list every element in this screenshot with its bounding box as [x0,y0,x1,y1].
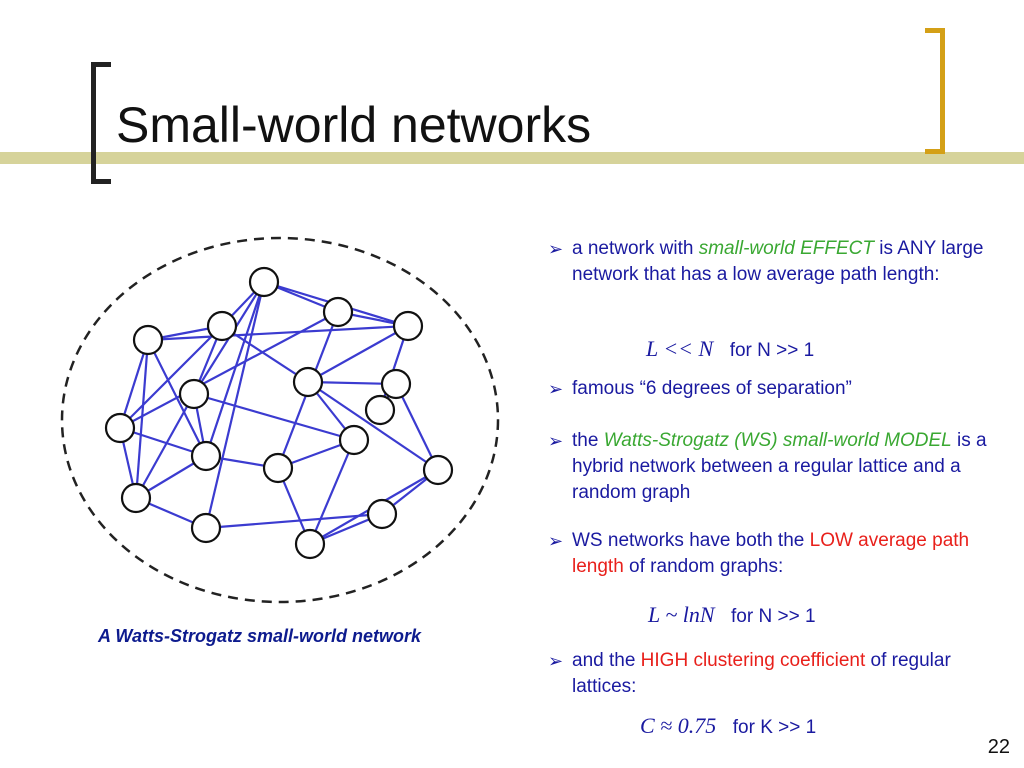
network-edge [308,439,356,545]
network-edge [134,339,150,499]
network-edge [147,324,409,342]
bullet-text: famous “6 degrees of separation” [572,378,852,399]
bullet-text: small-world EFFECT [698,238,874,259]
network-edge [119,311,339,429]
network-nodes [104,266,454,560]
formula-1-lhs: L << N [646,336,714,361]
page-number: 22 [987,736,1010,758]
bullet-item: ➢ and the HIGH clustering coefficient of … [548,648,992,700]
bullet-text: HIGH clustering coefficient [640,650,866,671]
network-node [422,454,454,486]
network-edge [204,281,266,529]
bullet-arrow-icon: ➢ [548,431,564,451]
network-node [104,412,136,444]
network-edge [118,339,150,429]
bullet-text: is ANY large network that has a low aver… [572,238,984,285]
bullet-arrow-icon: ➢ [548,379,564,399]
bullet-item: ➢ WS networks have both the LOW average p… [548,528,992,580]
formula-3-lhs: C ≈ 0.75 [640,713,717,738]
bullet-arrow-icon: ➢ [548,531,564,551]
diagram-caption: A Watts-Strogatz small-world network [98,626,422,646]
network-node [178,378,210,410]
bullet-text: a network with [572,238,699,259]
network-edge [307,325,409,383]
network-node [392,310,424,342]
network-edge [135,393,195,499]
bullet-item: ➢ a network with small-world EFFECT is AN… [548,236,992,288]
network-node [292,366,324,398]
network-node [380,368,412,400]
bullet-arrow-icon: ➢ [548,651,564,671]
bullet-text: the [572,430,604,451]
bullet-item: ➢ famous “6 degrees of separation” [548,376,992,402]
formula-log-length: L ~ lnN for N >> 1 [648,602,816,628]
network-boundary-ellipse [60,236,500,604]
formula-1-rhs: for N >> 1 [729,340,815,361]
network-node [294,528,326,560]
network-edge [204,281,266,457]
network-edge [307,381,439,471]
right-bracket-decoration [925,28,945,154]
network-node [190,512,222,544]
formula-2-rhs: for N >> 1 [731,606,816,627]
network-node [248,266,280,298]
network-node [366,498,398,530]
title-band [0,152,1024,164]
bullet-text: of random graphs: [623,556,784,577]
network-edge [193,392,355,442]
bullet-text: of regular lattices: [572,650,951,697]
bullet-text: LOW average path length [572,530,970,577]
formula-3-rhs: for K >> 1 [732,717,817,738]
network-node [262,452,294,484]
network-edge [119,325,223,429]
network-node [364,394,396,426]
bullet-item: ➢ the Watts-Strogatz (WS) small-world MOD… [548,428,992,506]
network-node [338,424,370,456]
bullet-text: Watts-Strogatz (WS) small-world MODEL [603,430,952,451]
network-edge [205,512,383,530]
formula-2-lhs: L ~ lnN [648,602,715,627]
bullet-arrow-icon: ➢ [548,239,564,259]
network-node [322,296,354,328]
bullet-text: WS networks have both the [572,530,810,551]
network-node [190,440,222,472]
network-edge [221,325,309,383]
formula-clustering: C ≈ 0.75 for K >> 1 [640,713,816,739]
network-node [206,310,238,342]
formula-path-length: L << N for N >> 1 [646,336,814,362]
network-node [132,324,164,356]
bullet-text: and the [572,650,641,671]
network-node [120,482,152,514]
bullet-text: is a hybrid network between a regular la… [572,430,987,503]
slide-title: Small-world networks [116,97,592,153]
network-edge [395,383,439,471]
left-bracket-decoration [91,62,111,184]
